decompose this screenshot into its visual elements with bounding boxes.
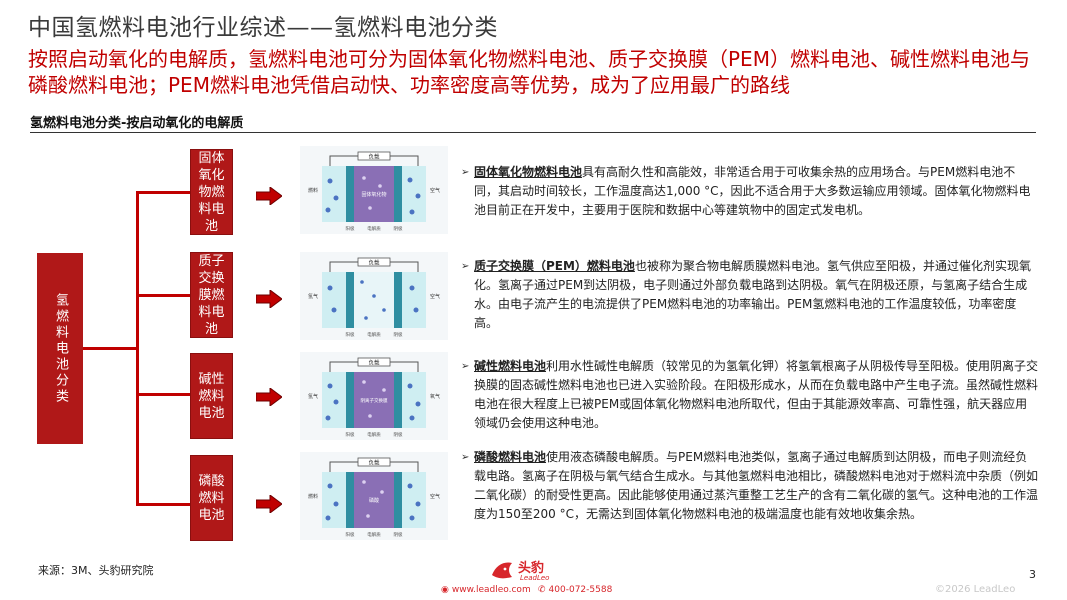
page-subtitle: 按照启动氧化的电解质，氢燃料电池可分为固体氧化物燃料电池、质子交换膜（PEM）燃… xyxy=(28,47,1030,97)
globe-icon: ◉ xyxy=(441,585,449,595)
svg-text:阳极: 阳极 xyxy=(346,531,355,538)
description-term: 碱性燃料电池 xyxy=(474,359,547,373)
phone-icon: ✆ xyxy=(538,585,546,595)
tree-root-box: 氢燃料电池分类 xyxy=(37,253,83,444)
connector-root xyxy=(83,347,137,350)
svg-text:阳极: 阳极 xyxy=(346,431,355,438)
svg-text:氧气: 氧气 xyxy=(430,393,440,400)
description-term: 磷酸燃料电池 xyxy=(474,450,547,464)
svg-text:氢气: 氢气 xyxy=(308,293,318,300)
copyright: ©2026 LeadLeo xyxy=(935,584,1016,595)
svg-text:阳极: 阳极 xyxy=(346,225,355,232)
description-text: 也被称为聚合物电解质膜燃料电池。氢气供应至阳极，并通过催化剂实现氧化。氢离子通过… xyxy=(474,259,1031,330)
category-box-sofc: 固体氧化物燃料电池 xyxy=(190,149,233,235)
svg-text:空气: 空气 xyxy=(430,293,440,300)
description-term: 质子交换膜（PEM）燃料电池 xyxy=(474,259,635,273)
svg-text:空气: 空气 xyxy=(430,493,440,500)
leopard-logo-icon xyxy=(492,562,512,579)
right-arrow-icon xyxy=(256,187,282,205)
category-label-sofc: 固体氧化物燃料电池 xyxy=(198,150,225,234)
svg-text:燃料: 燃料 xyxy=(308,187,318,194)
svg-text:负载: 负载 xyxy=(368,259,380,267)
svg-text:阴极: 阴极 xyxy=(394,225,403,232)
svg-text:负载: 负载 xyxy=(368,359,380,367)
svg-text:燃料: 燃料 xyxy=(308,493,318,500)
connector-trunk xyxy=(136,191,139,506)
svg-text:电解质: 电解质 xyxy=(367,225,381,232)
svg-text:空气: 空气 xyxy=(430,187,440,194)
description-text: 具有高耐久性和高能效，非常适合用于可收集余热的应用场合。与PEM燃料电池不同，其… xyxy=(474,165,1031,217)
description-afc: ➢ 碱性燃料电池利用水性碱性电解质（较常见的为氢氧化钾）将氢氧根离子从阴极传导至… xyxy=(461,357,1039,433)
svg-text:阴极: 阴极 xyxy=(394,431,403,438)
bullet-arrow-icon: ➢ xyxy=(461,261,470,272)
svg-text:电解质: 电解质 xyxy=(367,431,381,438)
svg-text:固体氧化物: 固体氧化物 xyxy=(361,191,386,198)
description-text: 利用水性碱性电解质（较常见的为氢氧化钾）将氢氧根离子从阴极传导至阳极。使用阴离子… xyxy=(474,359,1039,430)
tree-root-label: 氢燃料电池分类 xyxy=(53,292,68,405)
connector-branch-2 xyxy=(136,294,190,297)
description-pem: ➢ 质子交换膜（PEM）燃料电池也被称为聚合物电解质膜燃料电池。氢气供应至阳极，… xyxy=(461,257,1039,333)
category-label-pem: 质子交换膜燃料电池 xyxy=(198,253,225,337)
fuel-cell-diagram-pem: 负载 氢气 空气 阳极 电解质 阴极 xyxy=(300,252,448,340)
phone-link[interactable]: ✆ 400-072-5588 xyxy=(538,585,612,595)
page-number: 3 xyxy=(1029,568,1036,581)
svg-text:负载: 负载 xyxy=(368,153,380,161)
bullet-arrow-icon: ➢ xyxy=(461,167,470,178)
description-pafc: ➢ 磷酸燃料电池使用液态磷酸电解质。与PEM燃料电池类似，氢离子通过电解质到达阴… xyxy=(461,448,1039,524)
description-text: 使用液态磷酸电解质。与PEM燃料电池类似，氢离子通过电解质到达阴极，而电子则流经… xyxy=(474,450,1039,521)
page-title: 中国氢燃料电池行业综述——氢燃料电池分类 xyxy=(28,15,498,41)
category-label-pafc: 磷酸燃料电池 xyxy=(198,473,225,523)
svg-text:磷酸: 磷酸 xyxy=(369,497,379,504)
logo-wordmark: 头豹 xyxy=(518,561,545,576)
svg-text:电解质: 电解质 xyxy=(367,531,381,538)
svg-text:阴极: 阴极 xyxy=(394,331,403,338)
right-arrow-icon xyxy=(256,495,282,513)
svg-text:阴离子交换膜: 阴离子交换膜 xyxy=(361,397,388,404)
category-box-pafc: 磷酸燃料电池 xyxy=(190,455,233,541)
description-sofc: ➢ 固体氧化物燃料电池具有高耐久性和高能效，非常适合用于可收集余热的应用场合。与… xyxy=(461,163,1039,220)
category-label-afc: 碱性燃料电池 xyxy=(198,371,225,421)
svg-text:阳极: 阳极 xyxy=(346,331,355,338)
logo-subtext: LeadLeo xyxy=(520,574,550,582)
fuel-cell-diagram-afc: 负载 阴离子交换膜 氢气 氧气 阳极 电解质 阴极 xyxy=(300,352,448,440)
fuel-cell-diagram-sofc: 负载 固体氧化物 燃料 空气 阳极 电解质 阴极 xyxy=(300,146,448,234)
svg-text:阴极: 阴极 xyxy=(394,531,403,538)
svg-text:氢气: 氢气 xyxy=(308,393,318,400)
section-label: 氢燃料电池分类-按启动氧化的电解质 xyxy=(30,116,244,131)
description-term: 固体氧化物燃料电池 xyxy=(474,165,583,179)
right-arrow-icon xyxy=(256,388,282,406)
svg-text:负载: 负载 xyxy=(368,459,380,467)
svg-text:电解质: 电解质 xyxy=(367,331,381,338)
website-link[interactable]: ◉ www.leadleo.com xyxy=(441,585,531,595)
category-box-afc: 碱性燃料电池 xyxy=(190,353,233,439)
connector-branch-4 xyxy=(136,503,190,506)
bullet-arrow-icon: ➢ xyxy=(461,361,470,372)
section-divider xyxy=(30,132,1036,133)
connector-branch-3 xyxy=(136,393,190,396)
category-box-pem: 质子交换膜燃料电池 xyxy=(190,252,233,338)
bullet-arrow-icon: ➢ xyxy=(461,452,470,463)
fuel-cell-diagram-pafc: 负载 磷酸 燃料 空气 阳极 电解质 阴极 xyxy=(300,452,448,540)
connector-branch-1 xyxy=(136,191,190,194)
source-note: 来源：3M、头豹研究院 xyxy=(38,564,154,577)
website-text: www.leadleo.com xyxy=(451,585,531,595)
right-arrow-icon xyxy=(256,290,282,308)
phone-text: 400-072-5588 xyxy=(548,585,613,595)
